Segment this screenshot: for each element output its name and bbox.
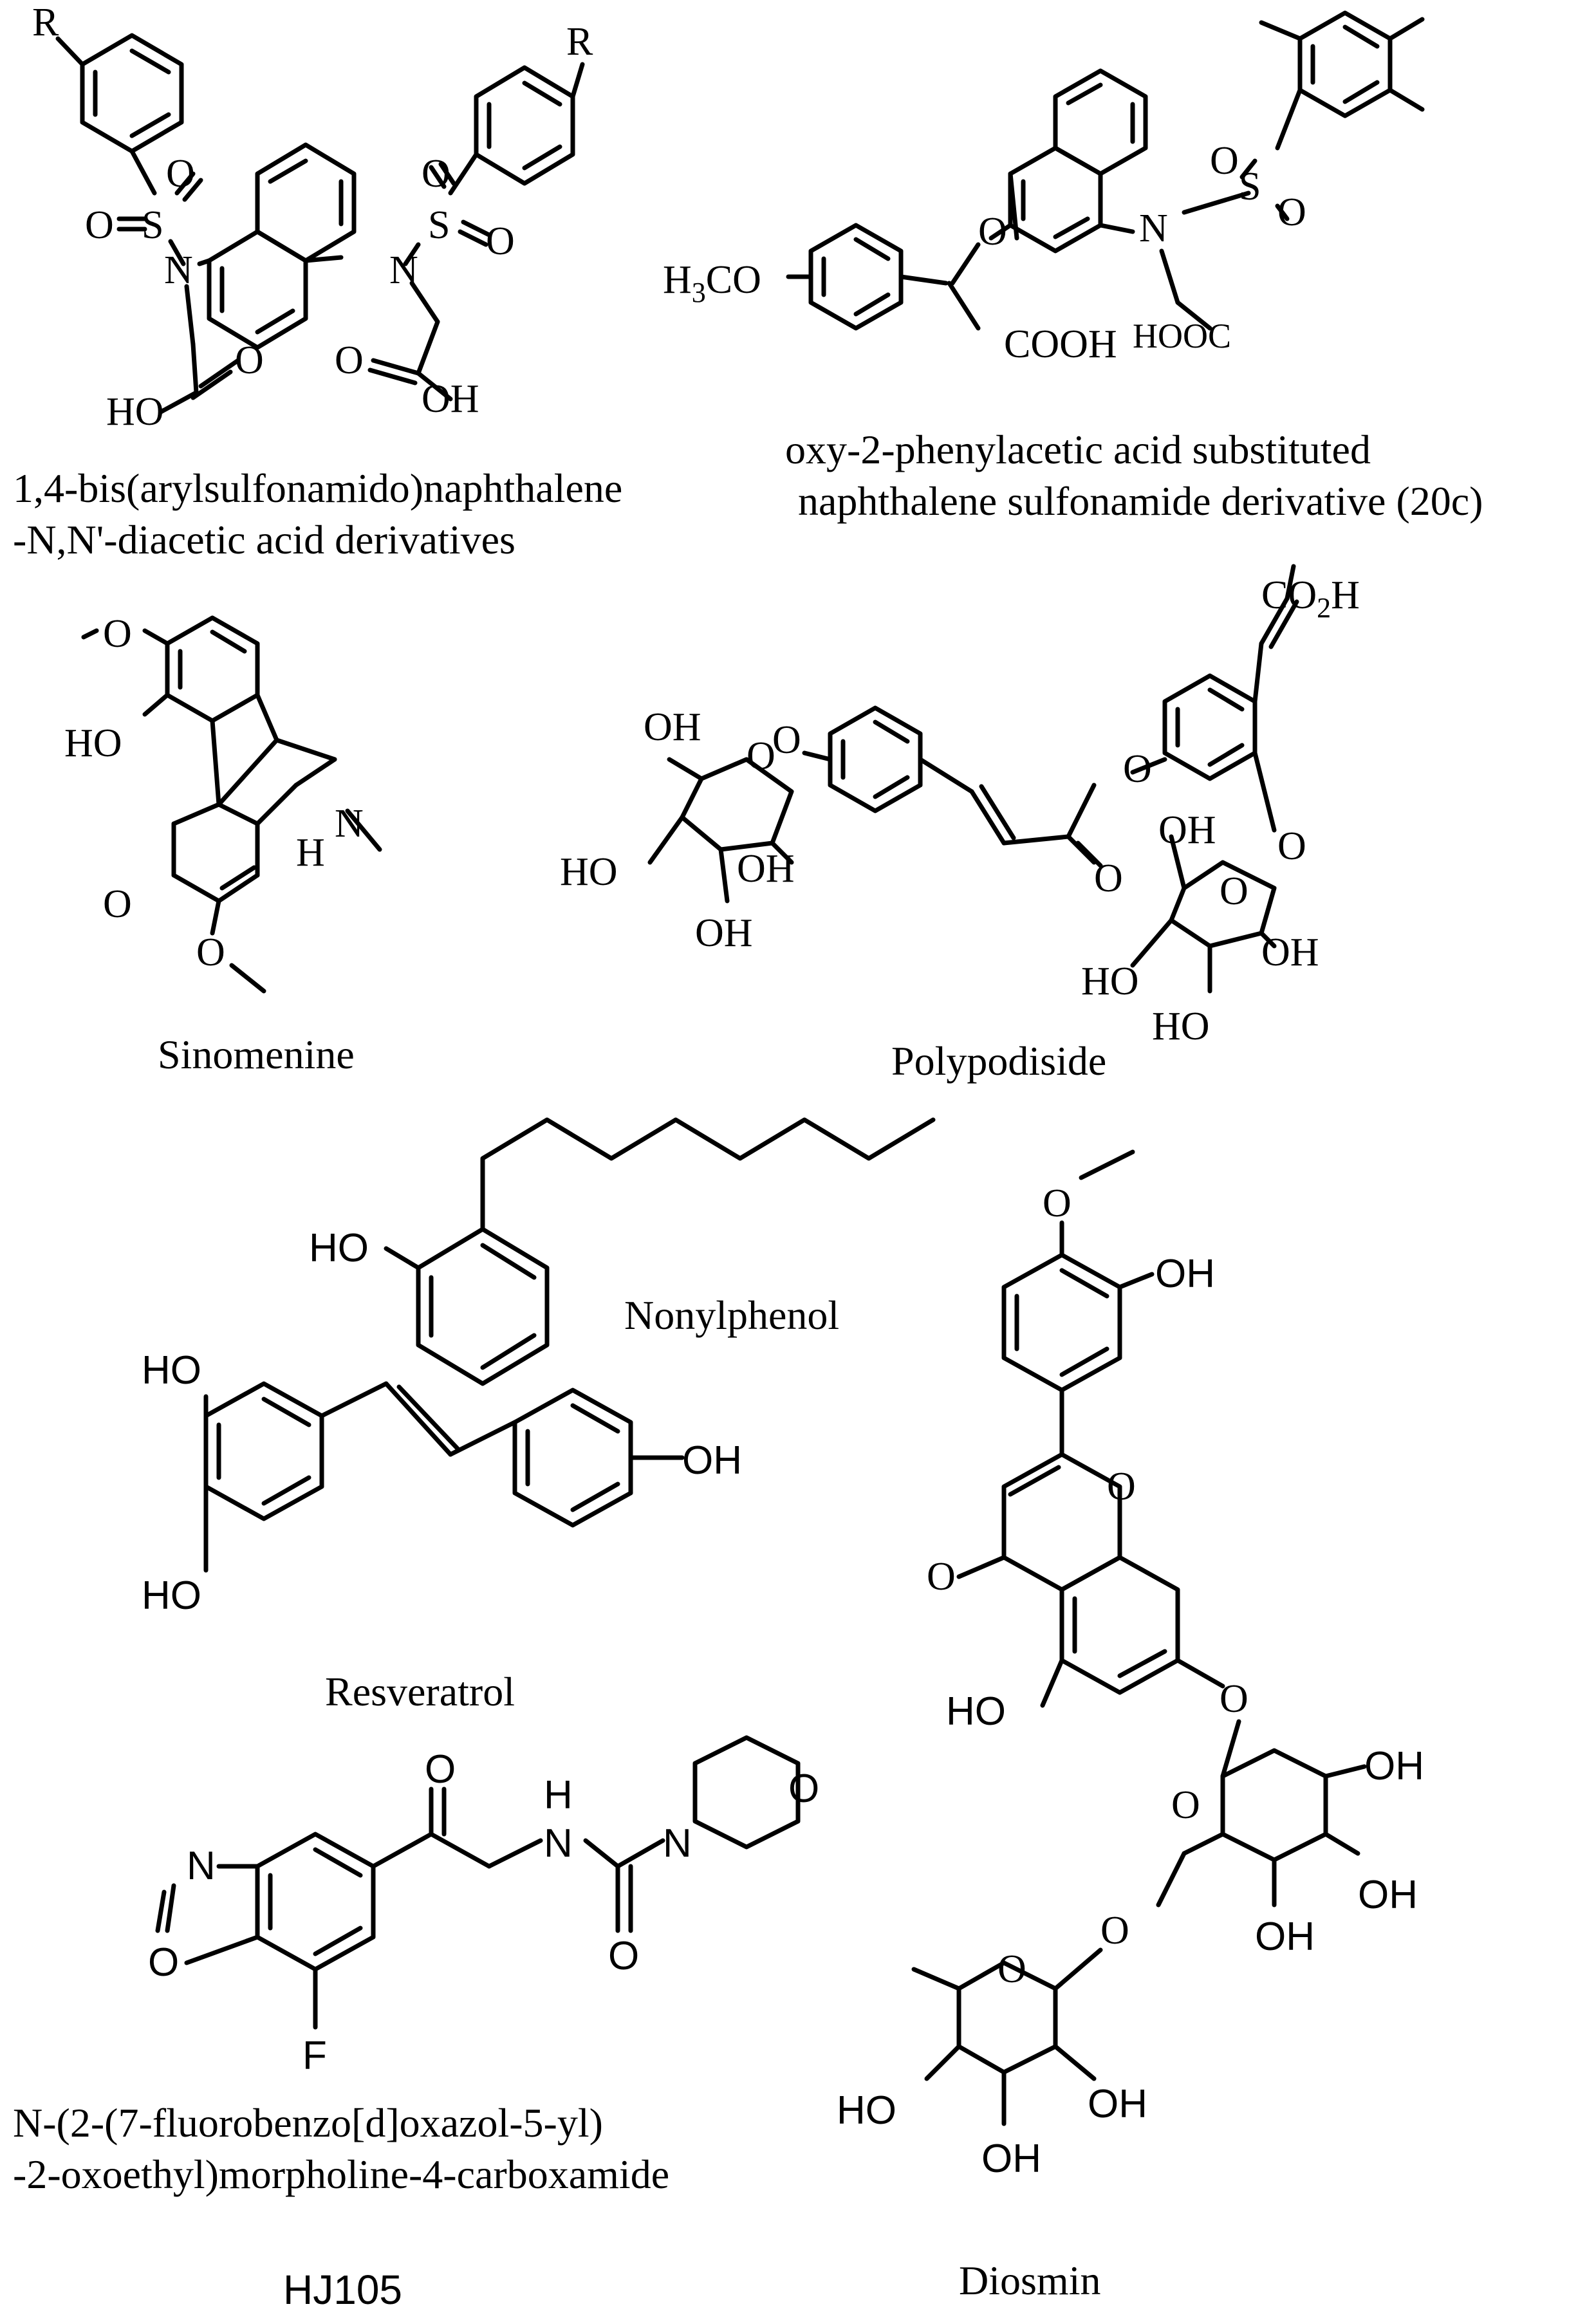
caption-sinomenine: Sinomenine: [158, 1032, 355, 1077]
hydroxyl-label: HO: [309, 1226, 369, 1270]
hydroxyl-label: HO: [64, 721, 122, 765]
r-group-left: R: [32, 1, 59, 44]
glycosidic-oxygen: O: [1100, 1909, 1129, 1953]
carboxyl-label: HOOC: [1133, 317, 1231, 355]
ring-oxygen: O: [1107, 1465, 1136, 1508]
caption-line-1: N-(2-(7-fluorobenzo[d]oxazol-5-yl): [13, 2100, 603, 2146]
ketone-oxygen: O: [927, 1555, 956, 1599]
caption-line-1: oxy-2-phenylacetic acid substituted: [785, 427, 1371, 472]
sulfonyl-oxygen: O: [422, 152, 450, 196]
structure-diosmin: O OH O O HO O O OH OH OH O O HO OH OH Di…: [837, 1149, 1424, 2303]
nitrogen-atom: N: [389, 248, 418, 292]
carboxyl-label: CO2H: [1261, 573, 1360, 624]
caption-polypodiside: Polypodiside: [891, 1038, 1106, 1084]
ether-oxygen: O: [978, 210, 1007, 254]
glycosidic-oxygen: O: [772, 718, 801, 762]
hydroxyl-label: OH: [1158, 808, 1216, 852]
sulfur-atom: S: [142, 203, 163, 247]
nitrogen-atom: N: [187, 1844, 216, 1888]
fluorine-atom: F: [302, 2034, 327, 2078]
ring-oxygen: O: [1220, 869, 1248, 913]
structure-sinomenine: O HO O O H N Sinomenine: [64, 612, 382, 1077]
caption-line-1: 1,4-bis(arylsulfonamido)naphthalene: [13, 465, 622, 511]
ring-oxygen: O: [1171, 1783, 1200, 1827]
caption-nonylphenol: Nonylphenol: [624, 1292, 839, 1338]
caption-diosmin: Diosmin: [959, 2258, 1100, 2303]
hydroxyl-label: HO: [946, 1689, 1006, 1734]
ring-oxygen: O: [148, 1940, 179, 1985]
structure-polypodiside: CO2H OH O O HO OH OH O O OH O O HO OH HO…: [560, 564, 1360, 1084]
ring-oxygen: O: [747, 734, 775, 778]
hydroxyl-label: HO: [837, 2088, 896, 2133]
hydroxyl-label: OH: [981, 2137, 1041, 2181]
hydrogen-label: H: [296, 831, 325, 875]
sulfonyl-oxygen: O: [1277, 190, 1306, 234]
sulfonyl-oxygen: O: [85, 203, 114, 247]
hydroxyl-label: OH: [1358, 1873, 1418, 1917]
ketone-oxygen: O: [103, 882, 132, 926]
r-group-right: R: [566, 20, 593, 64]
methoxy-oxygen: O: [1043, 1182, 1072, 1225]
hydroxyl-label: HO: [560, 850, 618, 894]
structure-resveratrol: HO HO OH Resveratrol: [142, 1348, 742, 1714]
sulfonyl-oxygen: O: [1210, 139, 1239, 183]
carbonyl-oxygen: O: [425, 1747, 456, 1792]
methoxy-oxygen: O: [196, 931, 225, 974]
hydroxyl-label: OH: [1255, 1915, 1315, 1959]
carboxyl-label: COOH: [1004, 322, 1117, 366]
nitrogen-atom: N: [1139, 207, 1168, 250]
hydroxyl-label: HO: [106, 390, 164, 434]
structure-hj105: N O F O H N O N O N-(2-(7-fluorobenzo[d]…: [13, 1735, 819, 2311]
sulfonyl-oxygen: O: [486, 219, 515, 263]
caption-resveratrol: Resveratrol: [325, 1669, 515, 1714]
hydroxyl-label: OH: [1088, 2082, 1147, 2126]
ring-oxygen: O: [998, 1947, 1026, 1991]
hydroxyl-label: HO: [142, 1348, 201, 1393]
structure-nonylphenol: HO Nonylphenol: [309, 1117, 936, 1386]
carbonyl-oxygen: O: [235, 339, 264, 382]
hydroxyl-label: OH: [644, 705, 701, 749]
carbonyl-oxygen: O: [335, 339, 364, 382]
nitrogen-atom: N: [544, 1821, 573, 1866]
hydrogen-label: H: [544, 1773, 573, 1817]
morpholine-oxygen: O: [788, 1767, 819, 1811]
glycosidic-oxygen: O: [1277, 824, 1306, 868]
sulfonyl-oxygen: O: [166, 152, 195, 196]
sulfur-atom: S: [428, 203, 450, 247]
hydroxyl-label: OH: [1155, 1252, 1215, 1296]
structure-20c: O N S O O H3CO COOH HOOC oxy-2-phenylace…: [663, 10, 1483, 524]
nitrogen-atom: N: [335, 802, 364, 846]
carbonyl-oxygen: O: [608, 1934, 639, 1978]
compound-code: HJ105: [283, 2267, 402, 2311]
hydroxyl-label: OH: [1261, 931, 1319, 974]
sulfur-atom: S: [1239, 165, 1261, 209]
carbonyl-oxygen: O: [1094, 857, 1123, 900]
hydroxyl-label: OH: [422, 377, 479, 421]
hydroxyl-label: OH: [737, 847, 795, 891]
caption-line-2: naphthalene sulfonamide derivative (20c): [798, 478, 1483, 524]
structure-bis-arylsulfonamido-naphthalene: R R O O S N O S O N O O HO OH 1,4-bis(ar…: [13, 1, 622, 562]
caption-line-2: -N,N'-diacetic acid derivatives: [13, 517, 515, 562]
hydroxyl-label: HO: [142, 1573, 201, 1618]
hydroxyl-label: OH: [695, 911, 753, 955]
nitrogen-atom: N: [164, 248, 193, 292]
ester-oxygen: O: [1123, 747, 1152, 791]
methoxy-label: H3CO: [663, 258, 761, 308]
hydroxyl-label: OH: [1364, 1744, 1424, 1788]
hydroxyl-label: HO: [1152, 1005, 1210, 1048]
hydroxyl-label: HO: [1081, 960, 1139, 1003]
methoxy-oxygen: O: [103, 612, 132, 656]
hydroxyl-label: OH: [682, 1438, 742, 1483]
glycosidic-oxygen: O: [1220, 1677, 1248, 1721]
morpholine-nitrogen: N: [663, 1821, 692, 1866]
caption-line-2: -2-oxoethyl)morpholine-4-carboxamide: [13, 2151, 669, 2197]
